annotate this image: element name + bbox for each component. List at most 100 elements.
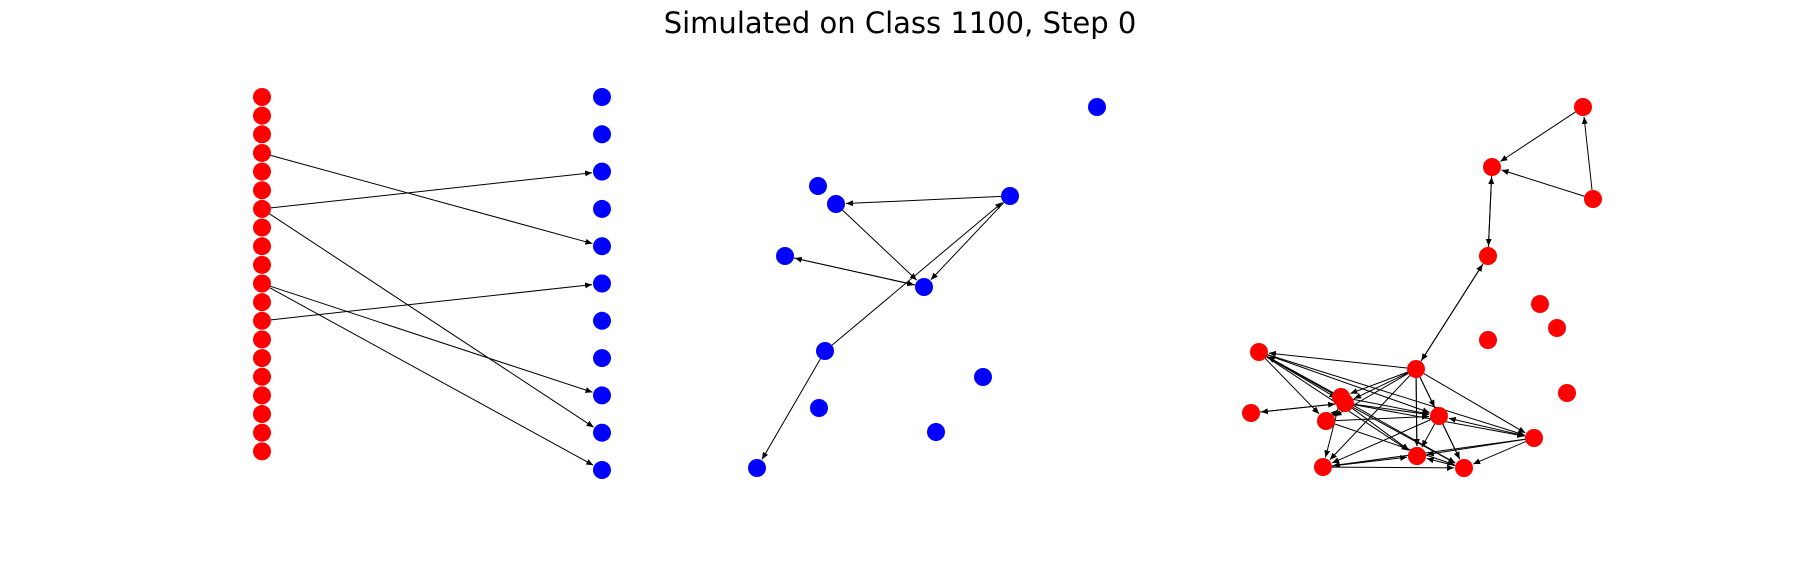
- blue-graph-panel: [748, 98, 1106, 477]
- edge-h11-h7: [1267, 356, 1334, 394]
- edge-h12-h16: [1353, 403, 1430, 417]
- edge-g5-g2: [845, 195, 1002, 207]
- edge-h8-h7: [1268, 350, 1408, 369]
- node-r17: [253, 405, 271, 424]
- node-r0: [253, 88, 271, 106]
- node-r7: [253, 218, 271, 237]
- edge-h12-h14: [1351, 407, 1410, 451]
- node-h1: [1483, 158, 1501, 176]
- node-g5: [1001, 187, 1019, 205]
- edge-h7-h13: [1264, 358, 1320, 415]
- node-b0: [593, 88, 611, 106]
- edge-r10-b8: [270, 285, 593, 393]
- node-g7: [809, 177, 827, 195]
- node-g0: [748, 459, 766, 477]
- node-b3: [593, 199, 611, 218]
- edge-h2-h1: [1501, 169, 1585, 197]
- node-h16: [1430, 407, 1448, 425]
- edge-h7-h18: [1266, 355, 1456, 464]
- node-r6: [253, 199, 271, 218]
- edge-h15-h18: [1472, 441, 1526, 465]
- figure-title: Simulated on Class 1100, Step 0: [663, 6, 1137, 40]
- edge-h16-h19: [1421, 423, 1436, 448]
- node-r9: [253, 255, 271, 274]
- node-r12: [253, 311, 271, 330]
- node-h9: [1558, 384, 1576, 402]
- edge-r6-b2: [270, 170, 593, 209]
- node-r18: [253, 423, 271, 442]
- edge-h3-h8: [1420, 263, 1484, 361]
- edge-g2-g4: [842, 209, 918, 281]
- node-h8: [1407, 360, 1425, 378]
- node-r8: [253, 237, 271, 256]
- node-g8: [776, 247, 794, 265]
- node-h7: [1250, 343, 1268, 361]
- node-b5: [593, 274, 611, 293]
- node-b10: [593, 461, 611, 479]
- node-h3: [1479, 247, 1497, 265]
- edge-h15-h17: [1332, 438, 1526, 468]
- node-h12: [1336, 394, 1354, 412]
- edge-h16-h17: [1331, 419, 1431, 464]
- edge-r12-b5: [270, 282, 593, 321]
- node-r11: [253, 293, 271, 312]
- node-b7: [593, 349, 611, 368]
- edge-g4-g8: [794, 256, 916, 286]
- edge-h12-h18: [1352, 406, 1456, 464]
- edge-r10-b10: [269, 287, 594, 466]
- node-h4: [1531, 295, 1549, 313]
- edge-h7-h15: [1267, 354, 1525, 436]
- node-r15: [253, 367, 271, 386]
- edge-h13-h18: [1334, 423, 1455, 466]
- node-b9: [593, 423, 611, 442]
- node-b8: [593, 386, 611, 405]
- node-r4: [253, 162, 271, 181]
- edge-h17-h19: [1331, 454, 1408, 467]
- node-h15: [1525, 429, 1543, 447]
- node-g4: [915, 278, 933, 296]
- node-g10: [927, 423, 945, 441]
- edge-h11-h16: [1349, 398, 1430, 416]
- node-r3: [253, 143, 271, 162]
- node-b4: [593, 237, 611, 256]
- edge-h10-h12: [1259, 401, 1336, 413]
- node-r2: [253, 125, 271, 144]
- node-h0: [1574, 98, 1592, 116]
- node-h10: [1242, 404, 1260, 422]
- edge-h17-h18: [1331, 464, 1455, 471]
- node-h5: [1548, 319, 1566, 337]
- node-g6: [1088, 98, 1106, 116]
- red-graph-panel: [1242, 98, 1602, 477]
- edge-g5-g4: [930, 202, 1005, 281]
- node-h18: [1455, 459, 1473, 477]
- node-g2: [827, 195, 845, 213]
- edge-g3-g0: [761, 358, 821, 460]
- node-r5: [253, 181, 271, 200]
- edge-h1-h3: [1485, 175, 1493, 247]
- edge-h8-h17: [1329, 375, 1411, 461]
- edge-h8-h15: [1423, 373, 1526, 434]
- node-b2: [593, 162, 611, 181]
- node-h2: [1584, 190, 1602, 208]
- edge-r3-b4: [270, 154, 593, 245]
- edge-h13-h16: [1334, 413, 1430, 422]
- node-g1: [810, 399, 828, 417]
- edge-g3-g5: [831, 202, 1003, 346]
- node-b6: [593, 311, 611, 330]
- node-h13: [1317, 412, 1335, 430]
- edge-h8-h11: [1350, 371, 1408, 394]
- edge-h16-h18: [1442, 423, 1461, 460]
- edge-h15-h16: [1448, 416, 1526, 437]
- edge-h18-h19: [1426, 457, 1456, 467]
- edge-h7-h16: [1267, 354, 1430, 414]
- node-r13: [253, 330, 271, 349]
- node-g3: [816, 342, 834, 360]
- node-h17: [1314, 458, 1332, 476]
- bipartite-graph-panel: [253, 88, 611, 479]
- node-b1: [593, 125, 611, 144]
- edge-r6-b9: [269, 213, 594, 428]
- edge-h2-h0: [1581, 116, 1593, 191]
- node-g9: [974, 368, 992, 386]
- node-r14: [253, 349, 271, 368]
